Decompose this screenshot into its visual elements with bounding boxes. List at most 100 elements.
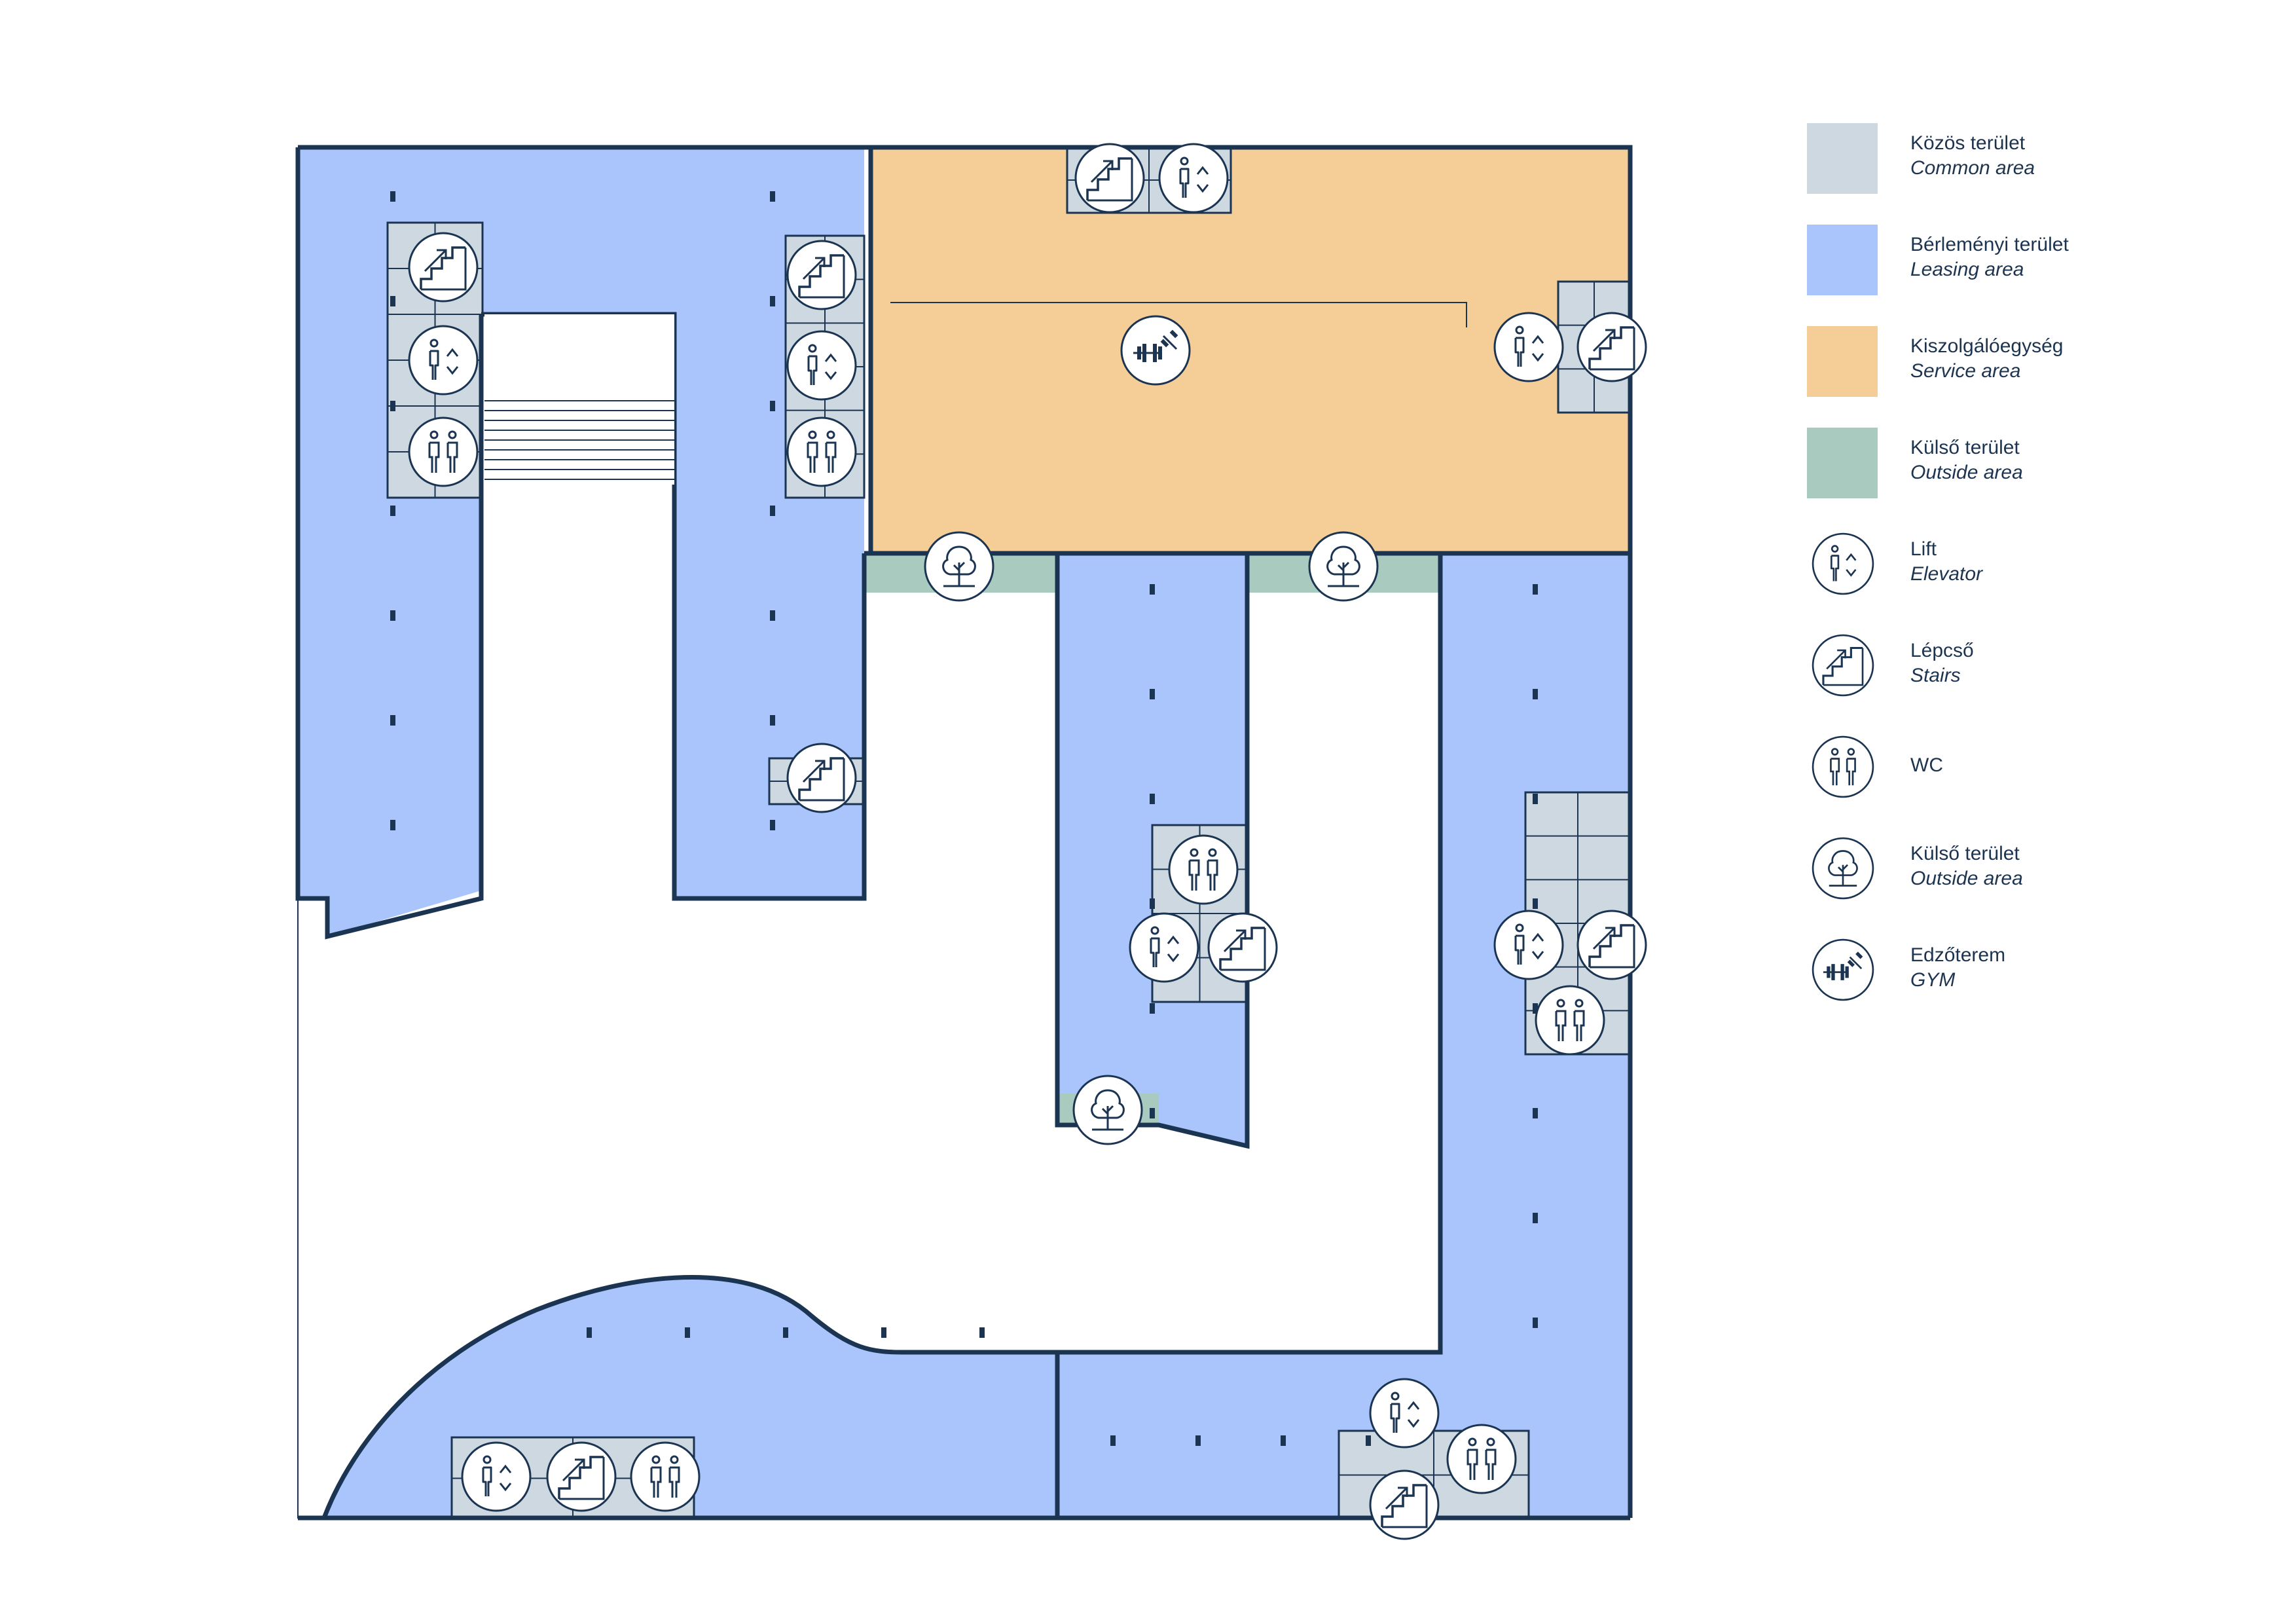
legend-item-wc: WC xyxy=(1807,727,2265,799)
elevator-icon xyxy=(408,325,479,396)
column xyxy=(881,1327,886,1338)
legend-label-hu: Edzőterem xyxy=(1910,944,2006,966)
elevator-icon xyxy=(786,330,857,401)
wc-icon xyxy=(786,416,857,487)
leasing-area xyxy=(1057,553,1630,1518)
elevator-icon xyxy=(1369,1378,1440,1449)
column xyxy=(390,715,395,726)
legend-item-outside-area: Külső terület Outside area xyxy=(1807,828,2265,900)
gym-icon-glyph xyxy=(1812,938,1874,1001)
column xyxy=(390,506,395,516)
column xyxy=(390,401,395,411)
column xyxy=(1195,1435,1201,1446)
gym-icon xyxy=(1812,938,1874,1001)
legend-item-service: Kiszolgálóegység Service area xyxy=(1807,321,2265,397)
elevator-icon-glyph xyxy=(1812,532,1874,595)
courtyard-steps xyxy=(484,393,674,485)
column xyxy=(1281,1435,1286,1446)
column xyxy=(770,506,775,516)
column xyxy=(1533,794,1538,804)
column xyxy=(770,401,775,411)
legend-swatch-outside xyxy=(1807,428,1878,498)
courtyard-gap xyxy=(484,314,674,393)
legend-item-leasing: Bérleményi terület Leasing area xyxy=(1807,219,2265,295)
column xyxy=(1533,1108,1538,1118)
wall-thin xyxy=(297,898,324,1519)
legend-swatch-leasing xyxy=(1807,225,1878,295)
column xyxy=(1150,1108,1155,1118)
stairs-icon xyxy=(1369,1469,1440,1540)
legend-label-hu: Közös terület xyxy=(1910,132,2026,154)
column xyxy=(1150,1003,1155,1014)
legend-label-hu: Bérleményi terület xyxy=(1910,234,2069,255)
column xyxy=(1150,794,1155,804)
legend-item-stairs: Lépcső Stairs xyxy=(1807,625,2265,697)
column xyxy=(587,1327,592,1338)
column xyxy=(1533,584,1538,595)
stairs-icon-glyph xyxy=(1812,634,1874,697)
column xyxy=(1150,689,1155,699)
column xyxy=(1533,1213,1538,1223)
column xyxy=(770,820,775,830)
elevator-icon xyxy=(1493,312,1564,382)
legend-item-outside: Külső terület Outside area xyxy=(1807,422,2265,498)
legend-label-hu: Lift xyxy=(1910,538,1937,560)
wc-icon xyxy=(1168,834,1239,905)
wall xyxy=(295,147,484,940)
stairs-icon xyxy=(1207,912,1278,983)
column xyxy=(1533,1003,1538,1014)
wall xyxy=(321,551,1443,1519)
stairs-icon xyxy=(1576,312,1647,382)
legend-swatch-service xyxy=(1807,326,1878,397)
stairs-icon xyxy=(1576,910,1647,980)
column xyxy=(685,1327,690,1338)
column xyxy=(390,820,395,830)
column xyxy=(390,191,395,202)
tree-icon-glyph xyxy=(1812,837,1874,900)
wc-icon xyxy=(630,1441,701,1512)
legend-label-en: Service area xyxy=(1910,360,2021,382)
elevator-icon xyxy=(461,1441,532,1512)
column xyxy=(1110,1435,1116,1446)
wc-icon xyxy=(1535,985,1605,1056)
stairs-icon xyxy=(546,1441,617,1512)
column xyxy=(1533,1318,1538,1328)
column xyxy=(1150,584,1155,595)
leasing-area xyxy=(481,147,674,314)
wc-icon xyxy=(408,416,479,487)
column xyxy=(770,715,775,726)
legend-item-gym: Edzőterem GYM xyxy=(1807,930,2265,1002)
tree-icon xyxy=(1812,837,1874,900)
legend-label-en: Stairs xyxy=(1910,665,1961,686)
stairs-icon xyxy=(786,240,857,310)
column xyxy=(1533,689,1538,699)
legend-label-en: Elevator xyxy=(1910,563,1983,585)
wc-icon-glyph xyxy=(1812,735,1874,798)
legend-label-hu: Külső terület xyxy=(1910,843,2020,864)
plan-details xyxy=(390,191,1538,1446)
column xyxy=(770,191,775,202)
elevator-icon xyxy=(1812,532,1874,595)
legend-label-en: Common area xyxy=(1910,157,2035,179)
legend-item-common: Közös terület Common area xyxy=(1807,118,2265,194)
wc-icon xyxy=(1446,1424,1517,1494)
column xyxy=(390,610,395,621)
service-corridor-line xyxy=(890,302,1467,327)
service-area xyxy=(871,149,1630,553)
tree-icon xyxy=(924,531,994,602)
legend-label-hu: WC xyxy=(1910,754,1943,776)
column xyxy=(1366,1435,1371,1446)
tree-icon xyxy=(1308,531,1379,602)
wc-icon xyxy=(1812,735,1874,798)
column xyxy=(783,1327,788,1338)
stairs-icon xyxy=(1812,634,1874,697)
plan-markers xyxy=(408,143,1647,1540)
column xyxy=(770,296,775,306)
gym-icon xyxy=(1120,315,1191,386)
legend-swatch-common xyxy=(1807,123,1878,194)
stairs-icon xyxy=(408,232,479,303)
legend-item-elevator: Lift Elevator xyxy=(1807,524,2265,596)
elevator-icon xyxy=(1129,912,1199,983)
stairs-icon xyxy=(786,743,857,813)
